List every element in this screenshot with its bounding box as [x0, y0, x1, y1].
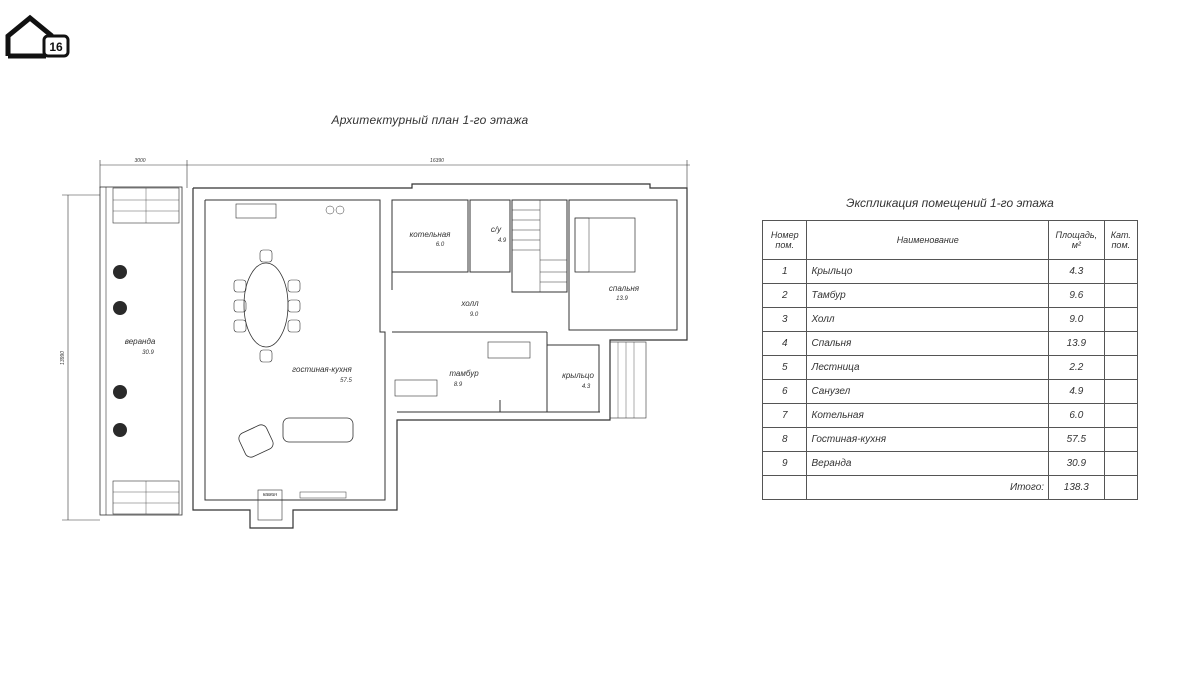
table-row: 1 Крыльцо 4.3 [761, 259, 1139, 284]
room-area-hall: 9.0 [470, 312, 479, 318]
table-row: 3 Холл 9.0 [761, 307, 1139, 332]
room-area-bedroom: 13.9 [616, 296, 628, 302]
total-label: Итого: [806, 475, 1050, 500]
table-row: 5 Лестница 2.2 [761, 355, 1139, 380]
fireplace-label: камин [263, 492, 277, 498]
room-area-boiler: 6.0 [436, 242, 445, 248]
company-logo: 16 [5, 14, 70, 59]
room-area-porch: 4.3 [582, 384, 591, 390]
table-row: 8 Гостиная-кухня 57.5 [761, 427, 1139, 452]
total-value: 138.3 [1048, 475, 1105, 500]
table-row: 2 Тамбур 9.6 [761, 283, 1139, 308]
header-area: Площадь, м² [1048, 220, 1105, 260]
table-row: 6 Санузел 4.9 [761, 379, 1139, 404]
room-label-vestibule: тамбур [449, 369, 479, 378]
header-num: Номер пом. [761, 220, 808, 260]
header-cat: Кат. пом. [1103, 220, 1139, 260]
room-label-porch: крыльцо [562, 371, 594, 380]
dim-top-main: 16390 [430, 158, 444, 164]
room-area-living: 57.5 [340, 378, 352, 384]
room-label-bedroom: спальня [609, 284, 640, 293]
room-label-bathroom: с/у [491, 225, 502, 234]
room-area-veranda: 30.9 [142, 350, 154, 356]
explication-title: Экспликация помещений 1-го этажа [846, 196, 1054, 210]
explication-table: Номер пом. Наименование Площадь, м² Кат.… [761, 220, 1139, 500]
plan-title: Архитектурный план 1-го этажа [331, 113, 529, 127]
dim-top-left: 3000 [134, 158, 145, 164]
room-label-veranda: веранда [125, 337, 156, 346]
table-row: 7 Котельная 6.0 [761, 403, 1139, 428]
room-area-bathroom: 4.9 [498, 238, 507, 244]
table-header-row: Номер пом. Наименование Площадь, м² Кат.… [761, 220, 1139, 260]
room-label-hall: холл [460, 299, 479, 308]
header-name: Наименование [806, 220, 1050, 260]
room-label-living: гостиная-кухня [292, 365, 352, 374]
table-row: 4 Спальня 13.9 [761, 331, 1139, 356]
dim-left-height: 13990 [60, 351, 66, 365]
room-label-boiler: котельная [410, 230, 452, 239]
table-row: 9 Веранда 30.9 [761, 451, 1139, 476]
logo-number: 16 [49, 40, 63, 54]
room-area-vestibule: 8.9 [454, 382, 463, 388]
table-total-row: Итого: 138.3 [761, 475, 1139, 500]
